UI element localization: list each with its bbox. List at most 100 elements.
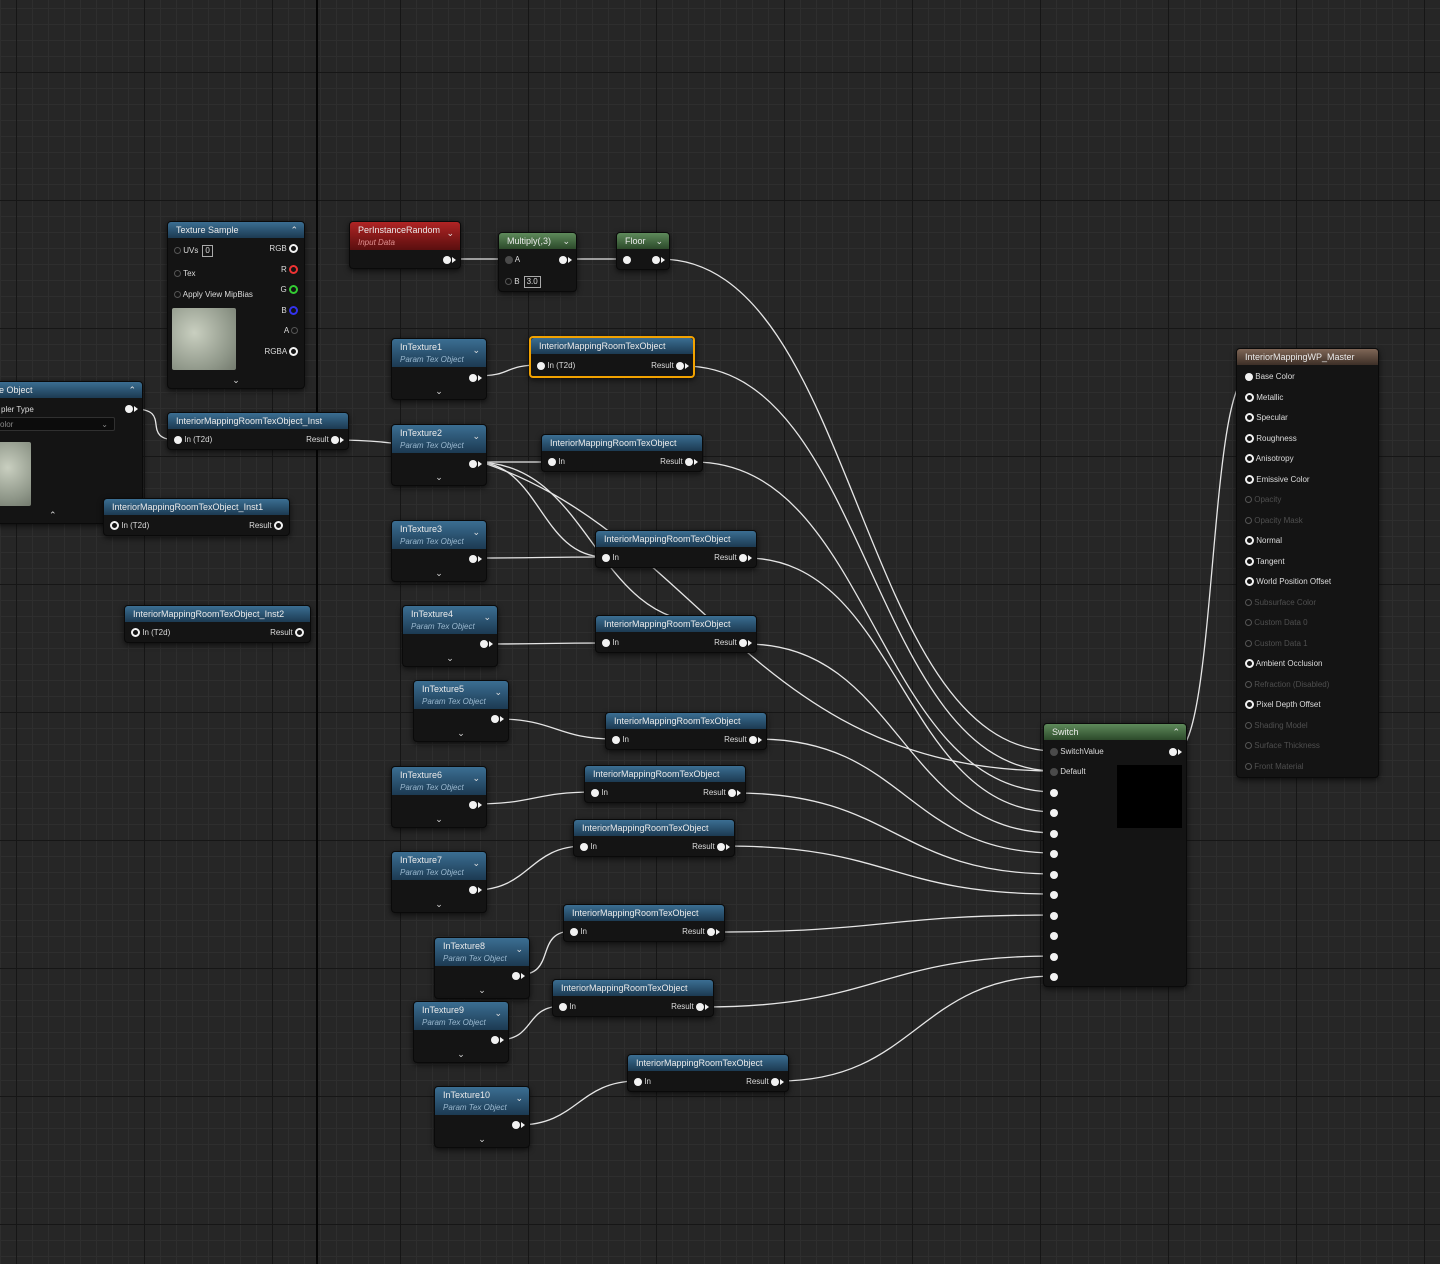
node-header[interactable]: InteriorMappingRoomTexObject	[606, 713, 766, 729]
node-header[interactable]: InteriorMappingRoomTexObject	[596, 531, 756, 547]
emissive-color-input[interactable]: Emissive Color	[1245, 473, 1310, 487]
connection-wire[interactable]	[474, 791, 595, 805]
ambient-occlusion-input[interactable]: Ambient Occlusion	[1245, 657, 1322, 671]
pin-icon[interactable]	[469, 800, 477, 809]
node-header[interactable]: Floor ⌄	[617, 233, 669, 249]
per-instance-random-node[interactable]: PerInstanceRandom Input Data ⌄	[349, 221, 461, 269]
chevron-down-icon[interactable]: ⌄	[472, 858, 480, 868]
node-header[interactable]: InteriorMappingRoomTexObject	[596, 616, 756, 632]
node-header[interactable]: InteriorMappingRoomTexObject	[553, 980, 713, 996]
uvs-value-box[interactable]: 0	[202, 245, 213, 257]
pin-icon[interactable]	[469, 554, 477, 563]
metallic-input[interactable]: Metallic	[1245, 391, 1283, 405]
chevron-down-icon[interactable]: ⌄	[562, 236, 570, 246]
node-header[interactable]: InteriorMappingWP_Master	[1237, 349, 1378, 365]
result-output[interactable]: Result	[724, 733, 762, 747]
pin-icon[interactable]	[491, 1035, 499, 1044]
in-input[interactable]: In	[591, 786, 608, 800]
pin-icon[interactable]	[1050, 747, 1058, 756]
node-header[interactable]: InteriorMappingRoomTexObject	[564, 905, 724, 921]
connection-wire[interactable]	[714, 914, 1056, 933]
chevron-down-icon[interactable]: ⌄	[457, 728, 465, 738]
output-pin[interactable]	[469, 371, 482, 385]
room-tex-object-node[interactable]: InteriorMappingRoomTexObject In Result	[595, 530, 757, 568]
in-input[interactable]: In	[570, 925, 587, 939]
pin-icon[interactable]	[1050, 890, 1058, 899]
world-position-offset-input[interactable]: World Position Offset	[1245, 575, 1331, 589]
pin-icon[interactable]	[634, 1077, 642, 1086]
specular-input[interactable]: Specular	[1245, 411, 1288, 425]
node-header[interactable]: InteriorMappingRoomTexObject_Inst	[168, 413, 348, 429]
node-header[interactable]: PerInstanceRandom Input Data ⌄	[350, 222, 460, 250]
chevron-down-icon[interactable]: ⌄	[478, 985, 486, 995]
pin-icon[interactable]	[491, 714, 499, 723]
chevron-up-icon[interactable]: ⌃	[1172, 727, 1180, 737]
node-header[interactable]: InteriorMappingRoomTexObject	[574, 820, 734, 836]
pin-icon[interactable]	[717, 842, 725, 851]
case-input[interactable]	[1050, 970, 1058, 984]
pin-icon[interactable]	[1050, 931, 1058, 940]
in-t2d-input[interactable]: In (T2d)	[131, 626, 170, 640]
chevron-down-icon[interactable]: ⌄	[232, 375, 240, 385]
room-tex-object-node[interactable]: InteriorMappingRoomTexObject In Result	[573, 819, 735, 857]
output-pin[interactable]	[125, 402, 138, 416]
output-pin[interactable]	[1169, 745, 1182, 759]
output-pin[interactable]	[469, 798, 482, 812]
case-input[interactable]	[1050, 929, 1058, 943]
pin-icon[interactable]	[295, 628, 304, 638]
node-header[interactable]: Texture Sample ⌃	[168, 222, 304, 238]
pin-icon[interactable]	[1050, 972, 1058, 981]
result-output[interactable]: Result	[703, 786, 741, 800]
tex-input[interactable]: Tex	[174, 267, 196, 281]
pin-icon[interactable]	[559, 1002, 567, 1011]
switch-value-input[interactable]: SwitchValue	[1050, 745, 1104, 759]
pin-icon[interactable]	[1245, 372, 1253, 381]
pin-icon[interactable]	[512, 971, 520, 980]
pin-icon[interactable]	[174, 247, 181, 255]
input-pin[interactable]	[623, 253, 631, 267]
pin-icon[interactable]	[289, 265, 298, 275]
chevron-down-icon[interactable]: ⌄	[472, 527, 480, 537]
pin-icon[interactable]	[685, 457, 693, 466]
in-input[interactable]: In	[634, 1075, 651, 1089]
switch-node[interactable]: Switch ⌃ SwitchValue Default	[1043, 723, 1187, 987]
pin-icon[interactable]	[602, 553, 610, 562]
room-tex-object-node[interactable]: InteriorMappingRoomTexObject In Result	[563, 904, 725, 942]
pin-icon[interactable]	[537, 361, 545, 370]
in-t2d-input[interactable]: In (T2d)	[174, 433, 212, 447]
connection-wire[interactable]	[474, 845, 585, 891]
result-output[interactable]: Result	[651, 359, 689, 373]
chevron-down-icon[interactable]: ⌄	[435, 386, 443, 396]
pin-icon[interactable]	[505, 255, 513, 264]
pin-icon[interactable]	[1245, 475, 1254, 485]
chevron-down-icon[interactable]: ⌄	[472, 345, 480, 355]
pin-icon[interactable]	[331, 435, 339, 444]
pin-icon[interactable]	[1245, 577, 1254, 587]
pin-icon[interactable]	[505, 278, 512, 286]
pin-icon[interactable]	[1050, 767, 1058, 776]
case-input[interactable]	[1050, 827, 1058, 841]
room-tex-object-node[interactable]: InteriorMappingRoomTexObject In Result	[605, 712, 767, 750]
pin-icon[interactable]	[125, 404, 133, 413]
floor-node[interactable]: Floor ⌄	[616, 232, 670, 270]
chevron-up-icon[interactable]: ⌃	[128, 385, 136, 395]
chevron-down-icon[interactable]: ⌄	[494, 1008, 502, 1018]
in-input[interactable]: In	[559, 1000, 576, 1014]
pin-icon[interactable]	[1245, 700, 1254, 710]
pin-icon[interactable]	[289, 347, 298, 357]
connection-wire[interactable]	[745, 557, 1056, 813]
pin-icon[interactable]	[174, 270, 181, 278]
pin-icon[interactable]	[469, 885, 477, 894]
pin-icon[interactable]	[289, 285, 298, 295]
pin-icon[interactable]	[728, 788, 736, 797]
node-header[interactable]: Multiply(,3) ⌄	[499, 233, 576, 249]
